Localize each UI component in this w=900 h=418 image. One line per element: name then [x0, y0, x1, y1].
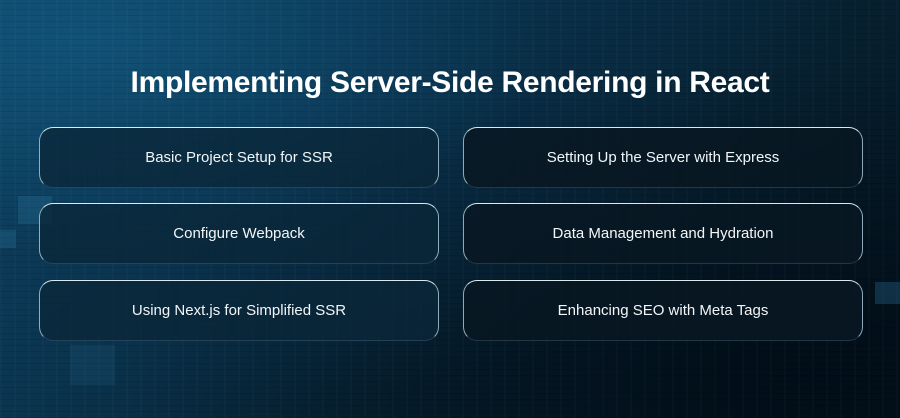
card-data-hydration: Data Management and Hydration — [463, 203, 863, 264]
card-configure-webpack: Configure Webpack — [39, 203, 439, 264]
decorative-square — [0, 230, 16, 248]
card-label: Enhancing SEO with Meta Tags — [557, 302, 769, 319]
card-label: Using Next.js for Simplified SSR — [131, 302, 347, 319]
card-label: Data Management and Hydration — [552, 225, 774, 242]
card-label: Basic Project Setup for SSR — [145, 149, 333, 166]
card-server-express: Setting Up the Server with Express — [463, 127, 863, 188]
decorative-square — [875, 282, 900, 304]
card-label: Setting Up the Server with Express — [546, 149, 780, 166]
card-nextjs: Using Next.js for Simplified SSR — [39, 280, 439, 341]
card-basic-project-setup: Basic Project Setup for SSR — [39, 127, 439, 188]
page-title: Implementing Server-Side Rendering in Re… — [130, 66, 770, 99]
decorative-square — [70, 345, 115, 385]
card-label: Configure Webpack — [173, 225, 305, 242]
card-seo-meta-tags: Enhancing SEO with Meta Tags — [463, 280, 863, 341]
